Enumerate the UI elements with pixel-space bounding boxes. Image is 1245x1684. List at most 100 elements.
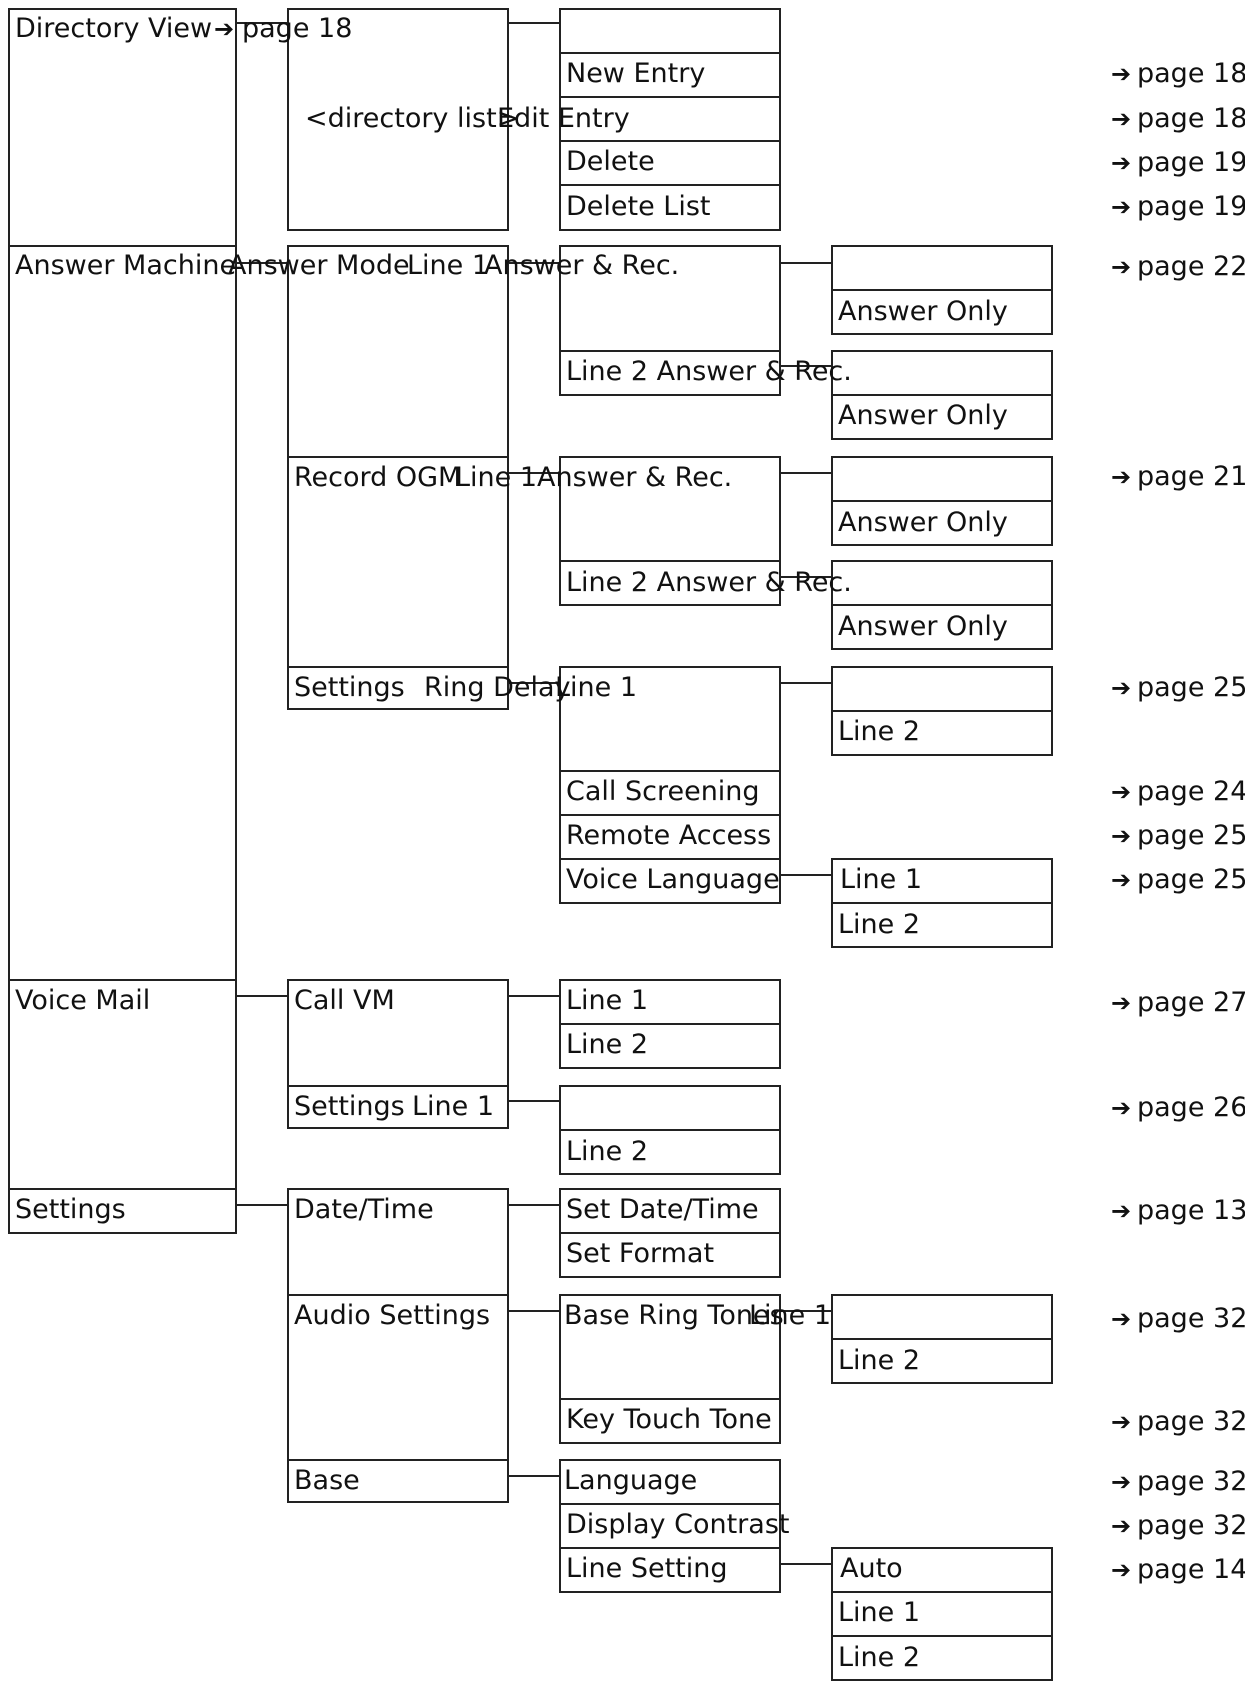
connector: [509, 682, 559, 684]
label-ogm-l1-answer-rec: Answer & Rec.: [537, 462, 733, 493]
box-am-l2-blank: [831, 350, 1053, 396]
label-cvm-line2: Line 2: [566, 1029, 649, 1060]
label-directory-view-ref: page 18: [242, 13, 353, 44]
label-edit-entry: Edit Entry: [497, 103, 630, 134]
box-ls-line2: [831, 1635, 1053, 1681]
connector: [509, 1100, 559, 1102]
label-remote-access: Remote Access: [566, 820, 772, 851]
box-ogm-l1-answer-only: [831, 500, 1053, 546]
label-voice-language: Voice Language: [566, 864, 780, 895]
page-ref: page 21: [1137, 461, 1245, 492]
arrow-icon: ➔: [1111, 1512, 1132, 1540]
box-directory-blank: [559, 8, 781, 54]
connector: [509, 262, 559, 264]
label-rd-line1: Line 1: [555, 672, 638, 703]
box-vms-line2: [559, 1129, 781, 1175]
box-brt-line2: [831, 1338, 1053, 1384]
connector: [781, 472, 831, 474]
label-directory-view: Directory View: [15, 13, 213, 44]
arrow-icon: ➔: [1111, 1197, 1132, 1225]
box-ogm-l1-blank: [831, 456, 1053, 502]
label-answer-machine: Answer Machine: [15, 250, 237, 281]
connector: [781, 1563, 831, 1565]
label-am-settings: Settings: [294, 672, 405, 703]
connector: [509, 1204, 559, 1206]
label-settings: Settings: [15, 1194, 126, 1225]
box-am-line2: [559, 350, 781, 396]
page-ref: page 25: [1137, 864, 1245, 895]
connector: [237, 22, 287, 24]
page-ref: page 32: [1137, 1303, 1245, 1334]
arrow-icon: ➔: [1111, 1305, 1132, 1333]
arrow-icon: ➔: [1111, 105, 1132, 133]
box-vl-line2: [831, 902, 1053, 948]
label-set-date-time: Set Date/Time: [566, 1194, 759, 1225]
label-am-l2-answer-only: Answer Only: [838, 400, 1008, 431]
label-vms-line1: Line 1: [412, 1091, 495, 1122]
box-rd-blank: [831, 666, 1053, 712]
box-answer-machine: [8, 245, 237, 981]
label-new-entry: New Entry: [566, 58, 706, 89]
box-vm-settings: [287, 1085, 509, 1129]
arrow-icon: ➔: [1111, 1094, 1132, 1122]
label-delete: Delete: [566, 146, 655, 177]
page-ref: page 19: [1137, 191, 1245, 222]
label-language: Language: [564, 1465, 698, 1496]
label-ogm-line1: Line 1: [455, 462, 538, 493]
label-am-line2-answer-rec: Line 2 Answer & Rec.: [566, 356, 852, 387]
box-am-l1-answer-only: [831, 289, 1053, 335]
box-cvm-line2: [559, 1023, 781, 1069]
box-voice-language: [559, 858, 781, 904]
label-base: Base: [294, 1465, 360, 1496]
page-ref: page 25: [1137, 672, 1245, 703]
page-ref: page 26: [1137, 1092, 1245, 1123]
page-ref: page 13: [1137, 1195, 1245, 1226]
arrow-icon: ➔: [1111, 1408, 1132, 1436]
arrow-icon: ➔: [1111, 1556, 1132, 1584]
label-ogm-line2-answer-rec: Line 2 Answer & Rec.: [566, 567, 852, 598]
label-ogm-l1-answer-only: Answer Only: [838, 507, 1008, 538]
page-ref: page 27: [1137, 987, 1245, 1018]
connector: [509, 22, 559, 24]
label-ogm-l2-answer-only: Answer Only: [838, 611, 1008, 642]
page-ref: page 18: [1137, 103, 1245, 134]
connector: [781, 682, 831, 684]
page-ref: page 18: [1137, 58, 1245, 89]
page-ref: page 32: [1137, 1406, 1245, 1437]
connector: [781, 874, 831, 876]
box-brt-blank: [831, 1294, 1053, 1340]
box-ogm-l2-answer-only: [831, 604, 1053, 650]
label-directory-list: <directory list>: [305, 103, 520, 134]
label-vms-line2: Line 2: [566, 1136, 649, 1167]
label-vl-line1: Line 1: [840, 864, 923, 895]
page-ref: page 22: [1137, 251, 1245, 282]
connector: [781, 576, 831, 578]
label-brt-line2: Line 2: [838, 1345, 921, 1376]
label-brt-line1: Line 1: [749, 1300, 832, 1331]
label-record-ogm: Record OGM: [294, 462, 462, 493]
arrow-icon: ➔: [1111, 778, 1132, 806]
label-delete-list: Delete List: [566, 191, 711, 222]
arrow-icon: ➔: [1111, 193, 1132, 221]
box-delete-list: [559, 184, 781, 231]
label-set-format: Set Format: [566, 1238, 715, 1269]
connector: [509, 995, 559, 997]
page-ref: page 24: [1137, 776, 1245, 807]
label-voice-mail: Voice Mail: [15, 985, 151, 1016]
box-vms-line1: [559, 1085, 781, 1131]
arrow-icon: ➔: [1111, 866, 1132, 894]
box-ogm-l2-blank: [831, 560, 1053, 606]
label-ls-line2: Line 2: [838, 1642, 921, 1673]
label-ring-delay: Ring Delay: [424, 672, 571, 703]
box-am-l2-answer-only: [831, 394, 1053, 440]
label-am-line1: Line 1: [407, 250, 490, 281]
label-am-l1-answer-rec: Answer & Rec.: [484, 250, 680, 281]
label-line-setting: Line Setting: [566, 1553, 728, 1584]
label-rd-line2: Line 2: [838, 716, 921, 747]
label-vm-settings: Settings: [294, 1091, 405, 1122]
label-base-ring-tones: Base Ring Tones: [564, 1300, 784, 1331]
label-am-l1-answer-only: Answer Only: [838, 296, 1008, 327]
label-call-vm: Call VM: [294, 985, 395, 1016]
arrow-icon: ➔: [1111, 463, 1132, 491]
arrow-icon: ➔: [1111, 674, 1132, 702]
